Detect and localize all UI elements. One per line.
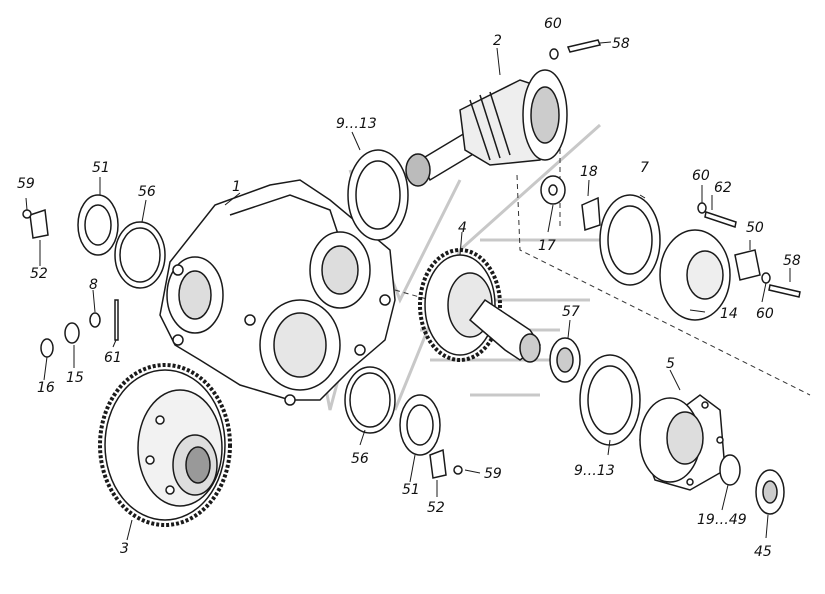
washer-part-8 (89, 312, 101, 328)
label-60-mid: 60 (692, 168, 710, 184)
ring-part-16 (40, 338, 54, 358)
leader-lines (25, 41, 791, 541)
label-60-right: 60 (756, 306, 774, 322)
label-4: 4 (458, 220, 467, 236)
label-52-left: 52 (30, 266, 48, 282)
crown-gear-part-4 (418, 248, 542, 363)
label-18: 18 (580, 164, 598, 180)
label-61: 61 (104, 350, 122, 366)
pin-part-61 (114, 299, 119, 341)
gasket-part-9-13-bottom (579, 354, 641, 446)
ring-part-19-49 (719, 454, 741, 486)
plate-part-52-left (29, 208, 49, 239)
gasket-part-9-13-top (347, 149, 409, 241)
gear-part-3 (98, 363, 232, 527)
label-5: 5 (666, 356, 675, 372)
label-9-13-bottom: 9…13 (574, 463, 615, 479)
pinion-assembly-part-2 (405, 69, 568, 187)
label-1: 1 (232, 179, 241, 195)
washer-part-60-right (761, 272, 771, 284)
label-51-bottom: 51 (402, 482, 420, 498)
label-45: 45 (754, 544, 772, 560)
cover-part-14 (659, 229, 731, 321)
label-59-bottom: 59 (484, 466, 502, 482)
label-56-bottom: 56 (351, 451, 369, 467)
callout-labels: 1 2 3 4 5 7 8 9…13 9…13 14 15 16 17 18 1… (17, 16, 801, 560)
washer-part-60-top (549, 48, 559, 60)
plate-part-52-bottom (429, 448, 447, 479)
washer-part-15 (64, 322, 80, 344)
bearing-housing-part-5 (639, 394, 726, 491)
screw-part-59-left (22, 209, 32, 219)
nut-part-18 (581, 196, 601, 232)
label-3: 3 (120, 541, 129, 557)
screw-part-59-bottom (453, 465, 463, 475)
gasket-part-7 (599, 194, 661, 286)
label-50: 50 (746, 220, 764, 236)
label-19-49: 19…49 (697, 512, 747, 528)
label-51-top: 51 (92, 160, 110, 176)
label-15: 15 (66, 370, 84, 386)
bolt-part-58-top (566, 39, 602, 53)
label-56-top: 56 (138, 184, 156, 200)
label-17: 17 (538, 238, 556, 254)
washer-part-60-mid (697, 202, 707, 214)
label-9-13-top: 9…13 (336, 116, 377, 132)
label-58-right: 58 (783, 253, 801, 269)
label-8: 8 (89, 277, 98, 293)
label-58-top: 58 (612, 36, 630, 52)
label-59-left: 59 (17, 176, 35, 192)
label-62: 62 (714, 180, 732, 196)
housing-part-1 (159, 179, 396, 406)
label-57: 57 (562, 304, 580, 320)
label-52-bottom: 52 (427, 500, 445, 516)
bolt-part-62 (704, 211, 737, 228)
bolts (22, 39, 801, 475)
label-16: 16 (37, 380, 55, 396)
label-14: 14 (720, 306, 738, 322)
plate-part-50 (734, 249, 761, 281)
label-7: 7 (640, 160, 649, 176)
label-60-top: 60 (544, 16, 562, 32)
small-parts (29, 175, 785, 515)
bolt-part-58-right (768, 284, 801, 298)
label-2: 2 (493, 33, 502, 49)
